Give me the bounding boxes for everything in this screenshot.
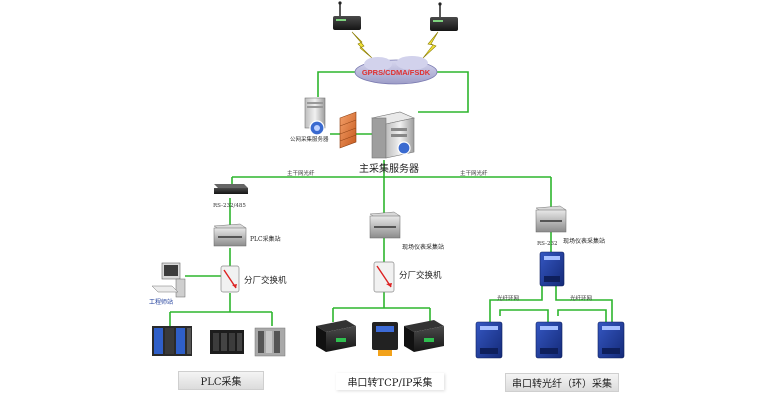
serial-server-3-icon bbox=[404, 320, 444, 352]
mid-switch-icon bbox=[373, 261, 395, 293]
ring-left-label: 光纤环网 bbox=[497, 296, 520, 302]
backbone-left-label: 主干网光纤 bbox=[287, 171, 315, 177]
wireless-network-cloud: GPRS/CDMA/FSDK bbox=[354, 56, 438, 85]
mid-station-label: 现场仪表采集站 bbox=[402, 244, 445, 251]
rs232-label: RS-232 bbox=[537, 241, 558, 247]
main-server-label: 主采集服务器 bbox=[359, 164, 419, 175]
firewall-icon bbox=[339, 111, 357, 149]
ring-right-label: 光纤环网 bbox=[570, 296, 593, 302]
fiber-node-1-icon bbox=[475, 321, 503, 359]
plc-device-1-icon bbox=[152, 326, 192, 356]
workstation-label: 工程师站 bbox=[149, 299, 174, 306]
converter-label: RS-232/485 bbox=[213, 203, 246, 209]
public-server-icon bbox=[304, 97, 326, 136]
footer-plc-label: PLC采集 bbox=[200, 377, 242, 388]
mid-station-icon bbox=[369, 211, 401, 239]
ring-links bbox=[489, 285, 613, 322]
modem-right-icon bbox=[430, 2, 458, 31]
plc-device-3-icon bbox=[254, 327, 286, 357]
workstation-icon bbox=[151, 262, 186, 298]
converter-device-icon bbox=[214, 184, 248, 194]
link-cloud-to-server bbox=[317, 71, 368, 97]
left-switch-icon bbox=[220, 265, 240, 293]
footer-fiber: 串口转光纤（环）采集 bbox=[505, 373, 619, 392]
footer-plc: PLC采集 bbox=[178, 371, 264, 390]
serial-server-1-icon bbox=[316, 320, 356, 352]
backbone-right-label: 主干网光纤 bbox=[460, 171, 488, 177]
link-cloud-to-main bbox=[418, 71, 469, 113]
fiber-node-2-icon bbox=[535, 321, 563, 359]
ring-mid-arc bbox=[499, 309, 549, 322]
plc-device-2-icon bbox=[210, 330, 244, 354]
plc-station-icon bbox=[213, 223, 247, 247]
cloud-label: GPRS/CDMA/FSDK bbox=[362, 68, 431, 77]
mid-switch-label: 分厂交换机 bbox=[399, 271, 442, 281]
plc-station-label: PLC采集站 bbox=[250, 236, 281, 243]
main-server-icon bbox=[371, 111, 415, 159]
footer-tcpip-label: 串口转TCP/IP采集 bbox=[347, 378, 433, 389]
right-station-icon bbox=[535, 205, 567, 233]
right-station-label: 现场仪表采集站 bbox=[563, 238, 606, 245]
serial-server-2-icon bbox=[372, 322, 398, 356]
ring-mid-arc-2 bbox=[557, 309, 607, 322]
public-server-label: 公网采集服务器 bbox=[290, 137, 329, 143]
lightning-icon bbox=[351, 31, 439, 59]
network-links bbox=[169, 71, 552, 326]
ring-left-arc bbox=[489, 285, 543, 322]
modem-left-icon bbox=[333, 1, 361, 30]
ring-right-arc bbox=[555, 285, 613, 322]
footer-tcpip: 串口转TCP/IP采集 bbox=[336, 373, 444, 390]
footer-fiber-label: 串口转光纤（环）采集 bbox=[512, 379, 612, 390]
fiber-node-3-icon bbox=[597, 321, 625, 359]
right-hub-icon bbox=[539, 251, 565, 287]
left-switch-label: 分厂交换机 bbox=[244, 276, 287, 286]
